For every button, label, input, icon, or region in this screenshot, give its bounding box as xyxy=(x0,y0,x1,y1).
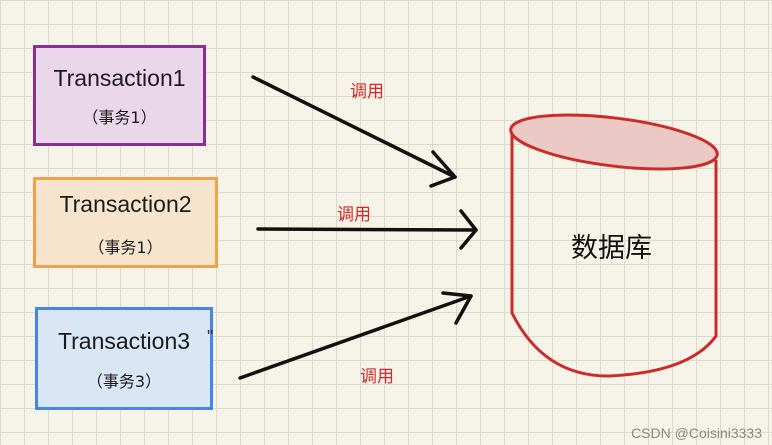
arrow-label-2: 调用 xyxy=(337,205,371,225)
transaction-box-3: Transaction3 （事务3） xyxy=(35,307,213,410)
database-label: 数据库 xyxy=(571,233,652,264)
arrow-label-3: 调用 xyxy=(360,367,394,387)
database-body xyxy=(510,125,718,378)
arrow-label-1: 调用 xyxy=(350,82,384,102)
transaction-box-1: Transaction1 （事务1） xyxy=(33,45,206,146)
watermark: CSDN @Coisini3333 xyxy=(631,425,762,441)
transaction-subtitle: （事务1） xyxy=(88,238,163,257)
database-cylinder xyxy=(509,113,719,378)
transaction-title: Transaction3 xyxy=(57,328,191,354)
transaction-subtitle: （事务1） xyxy=(82,108,157,127)
arrow-1 xyxy=(251,75,457,188)
transaction-title: Transaction1 xyxy=(53,65,186,91)
transaction-box-2: Transaction2 （事务1） xyxy=(33,177,218,268)
transaction-subtitle: （事务3） xyxy=(86,372,162,391)
arrow-3 xyxy=(238,291,473,380)
transaction-title: Transaction2 xyxy=(59,191,192,217)
arrow-2 xyxy=(256,209,478,250)
database-top xyxy=(509,113,719,171)
stray-quote-mark: " xyxy=(207,327,214,347)
